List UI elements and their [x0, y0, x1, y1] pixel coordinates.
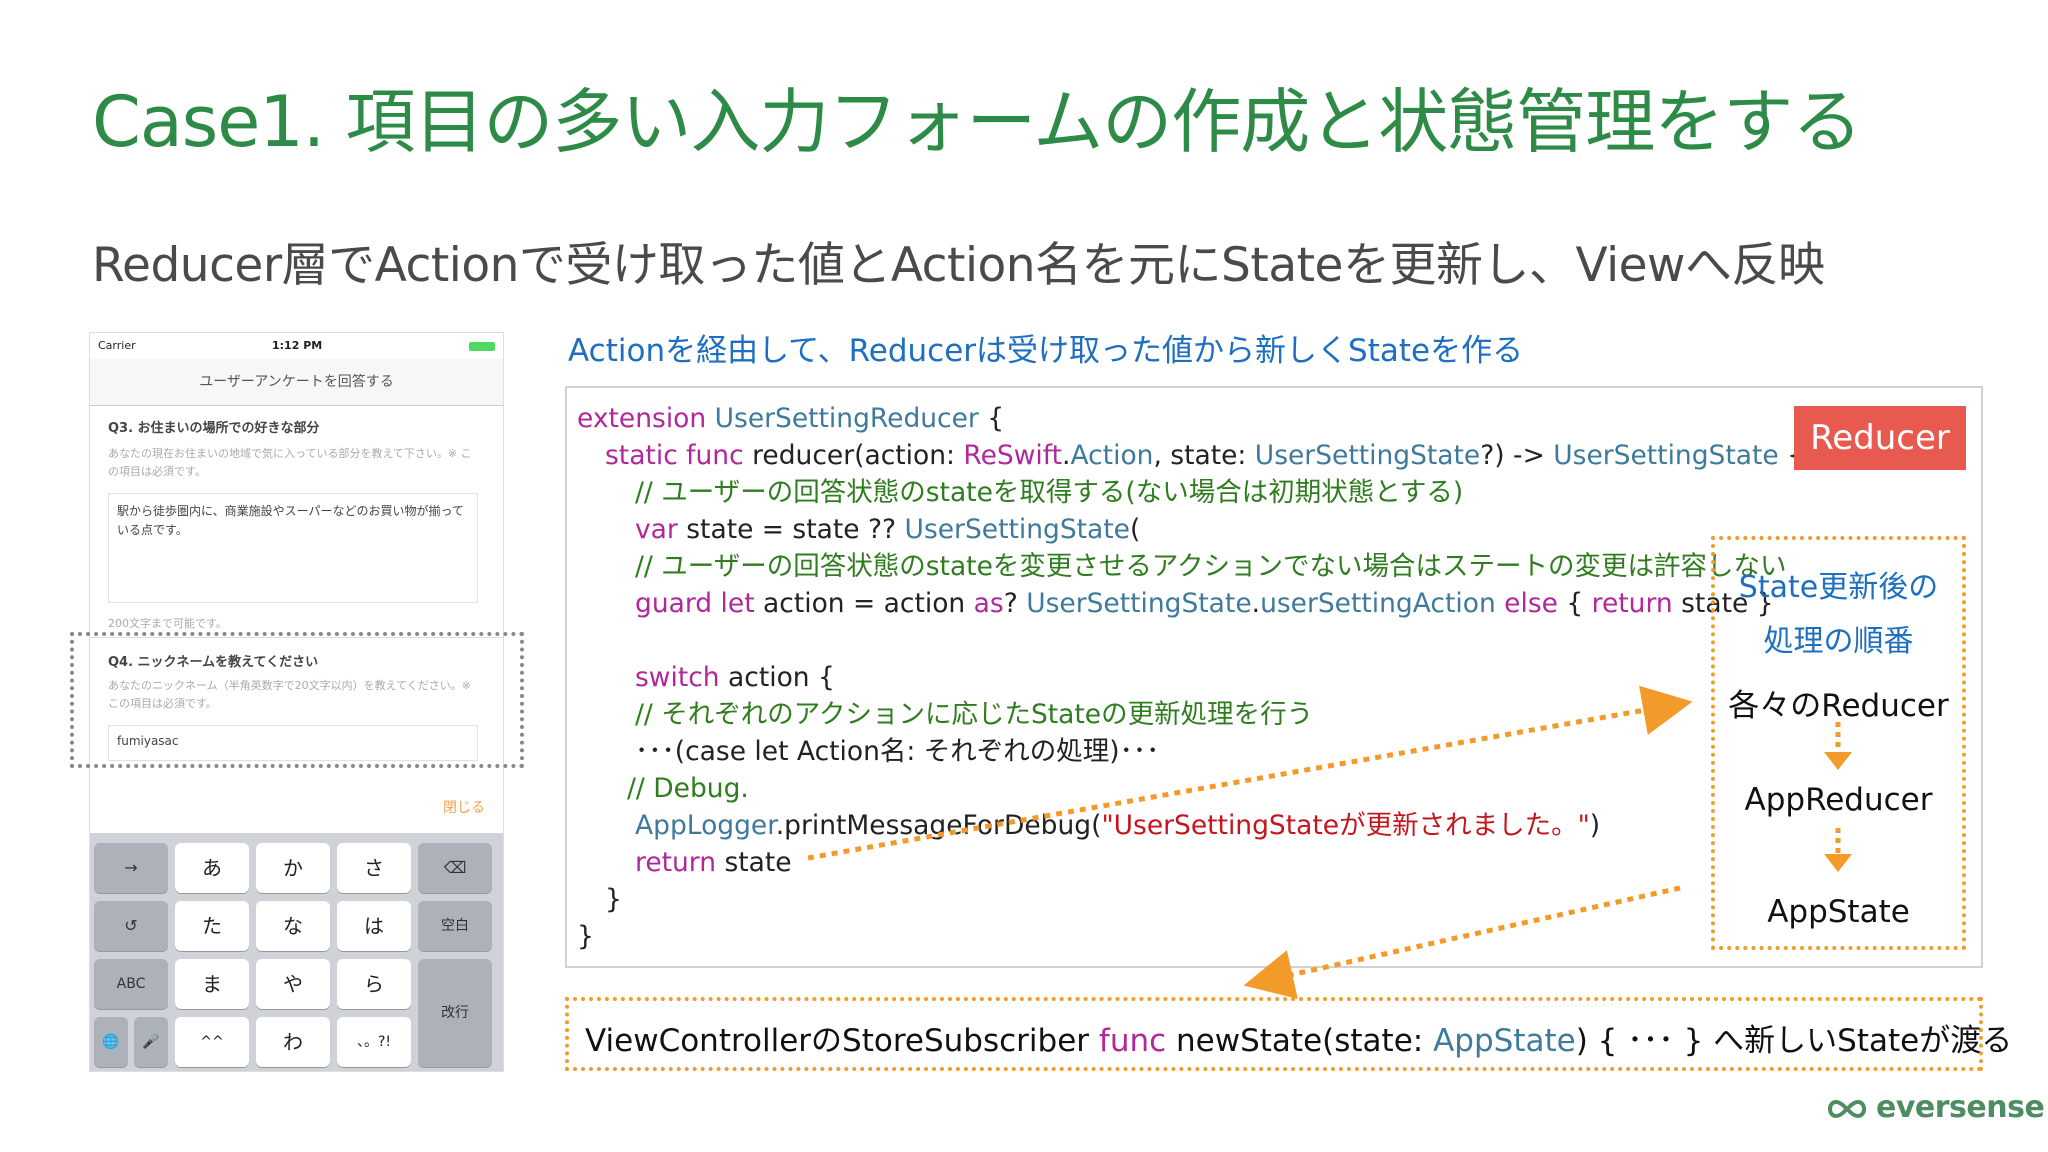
code-line-11: AppLogger.printMessageForDebug("UserSett…: [635, 810, 1601, 841]
carrier-label: Carrier: [98, 339, 136, 352]
code-caption: Actionを経由して、Reducerは受け取った値から新しくStateを作る: [568, 333, 1524, 369]
char-limit-note: 200文字まで可能です。: [108, 617, 227, 630]
code-line-3: // ユーザーの回答状態のstateを取得する(ない場合は初期状態とする): [635, 477, 1464, 508]
key-ta[interactable]: た: [175, 901, 249, 951]
order-item-app-state: AppState: [1767, 894, 1910, 930]
question-title-q4: Q4. ニックネームを教えてください: [108, 655, 319, 670]
nickname-input-q4[interactable]: fumiyasac: [108, 725, 478, 761]
code-line-7: switch action {: [635, 662, 835, 693]
return-key[interactable]: 改行: [418, 959, 492, 1067]
key-arrow[interactable]: →: [94, 843, 168, 893]
key-na[interactable]: な: [256, 901, 330, 951]
question-title-q3: Q3. お住まいの場所での好きな部分: [108, 421, 320, 436]
slide-subtitle: Reducer層でActionで受け取った値とAction名を元にStateを更…: [92, 238, 1825, 293]
backspace-key[interactable]: ⌫: [418, 843, 492, 893]
store-subscriber-text: ViewControllerのStoreSubscriber func newS…: [585, 1023, 2013, 1059]
key-ra[interactable]: ら: [337, 959, 411, 1009]
key-a[interactable]: あ: [175, 843, 249, 893]
undo-key[interactable]: ↺: [94, 901, 168, 951]
eversense-logo: eversense: [1824, 1090, 2045, 1125]
code-line-13: }: [605, 884, 622, 915]
order-item-reducer: 各々のReducer: [1728, 688, 1949, 724]
space-key[interactable]: 空白: [418, 901, 492, 951]
time-label: 1:12 PM: [272, 339, 323, 352]
code-line-9: ･･･(case let Action名: それぞれの処理)･･･: [635, 736, 1160, 767]
nav-title: ユーザーアンケートを回答する: [90, 359, 503, 406]
key-ya[interactable]: や: [256, 959, 330, 1009]
code-line-2: static func reducer(action: ReSwift.Acti…: [605, 440, 1804, 471]
question-help-q4: あなたのニックネーム（半角英数字で20文字以内）を教えてください。※ この項目は…: [108, 679, 472, 710]
code-line-6: guard let action = action as? UserSettin…: [635, 588, 1774, 619]
infinity-logo-icon: [1828, 1099, 1866, 1118]
globe-key-icon[interactable]: 🌐: [94, 1017, 128, 1067]
key-sa[interactable]: さ: [337, 843, 411, 893]
keyboard: → あ か さ ⌫ ↺ た な は 空白 ABC ま や ら 改行 🌐 🎤 ^^…: [90, 833, 503, 1071]
answer-textarea-q3[interactable]: 駅から徒歩圏内に、商業施設やスーパーなどのお買い物が揃っている点です。: [108, 493, 478, 603]
abc-key[interactable]: ABC: [94, 959, 168, 1009]
slide-title: Case1. 項目の多い入力フォームの作成と状態管理をする: [92, 81, 1862, 163]
status-bar: Carrier 1:12 PM: [90, 333, 503, 359]
order-item-app-reducer: AppReducer: [1744, 782, 1933, 818]
mic-key-icon[interactable]: 🎤: [134, 1017, 168, 1067]
code-line-14: }: [577, 921, 594, 952]
close-keyboard-button[interactable]: 閉じる: [443, 800, 485, 816]
code-line-12: return state: [635, 847, 792, 878]
question-help-q3: あなたの現在お住まいの地域で気に入っている部分を教えて下さい。※ この項目は必須…: [108, 447, 472, 478]
battery-icon: [469, 342, 495, 351]
code-line-4: var state = state ?? UserSettingState(: [635, 514, 1141, 545]
divider: [90, 637, 503, 638]
phone-screenshot: Carrier 1:12 PM ユーザーアンケートを回答する Q3. お住まいの…: [89, 332, 504, 1072]
order-heading-line-2: 処理の順番: [1763, 624, 1914, 659]
phone-highlight-frame: [70, 632, 524, 768]
key-ha[interactable]: は: [337, 901, 411, 951]
code-line-1: extension UserSettingReducer {: [577, 403, 1005, 434]
code-line-10: // Debug.: [627, 773, 749, 804]
key-punctuation[interactable]: 、。?!: [337, 1017, 411, 1067]
order-heading-line-1: State更新後の: [1738, 570, 1939, 605]
key-wa[interactable]: わ: [256, 1017, 330, 1067]
code-line-5: // ユーザーの回答状態のstateを変更させるアクションでない場合はステートの…: [635, 551, 1787, 582]
key-ka[interactable]: か: [256, 843, 330, 893]
key-ma[interactable]: ま: [175, 959, 249, 1009]
store-subscriber-box: ViewControllerのStoreSubscriber func newS…: [565, 997, 2012, 1071]
code-line-8: // それぞれのアクションに応じたStateの更新処理を行う: [635, 699, 1314, 730]
reducer-badge: Reducer: [1794, 406, 1966, 470]
update-order-box: State更新後の 処理の順番 各々のReducer AppReducer Ap…: [1711, 536, 1966, 950]
key-emoticon[interactable]: ^^: [175, 1017, 249, 1067]
